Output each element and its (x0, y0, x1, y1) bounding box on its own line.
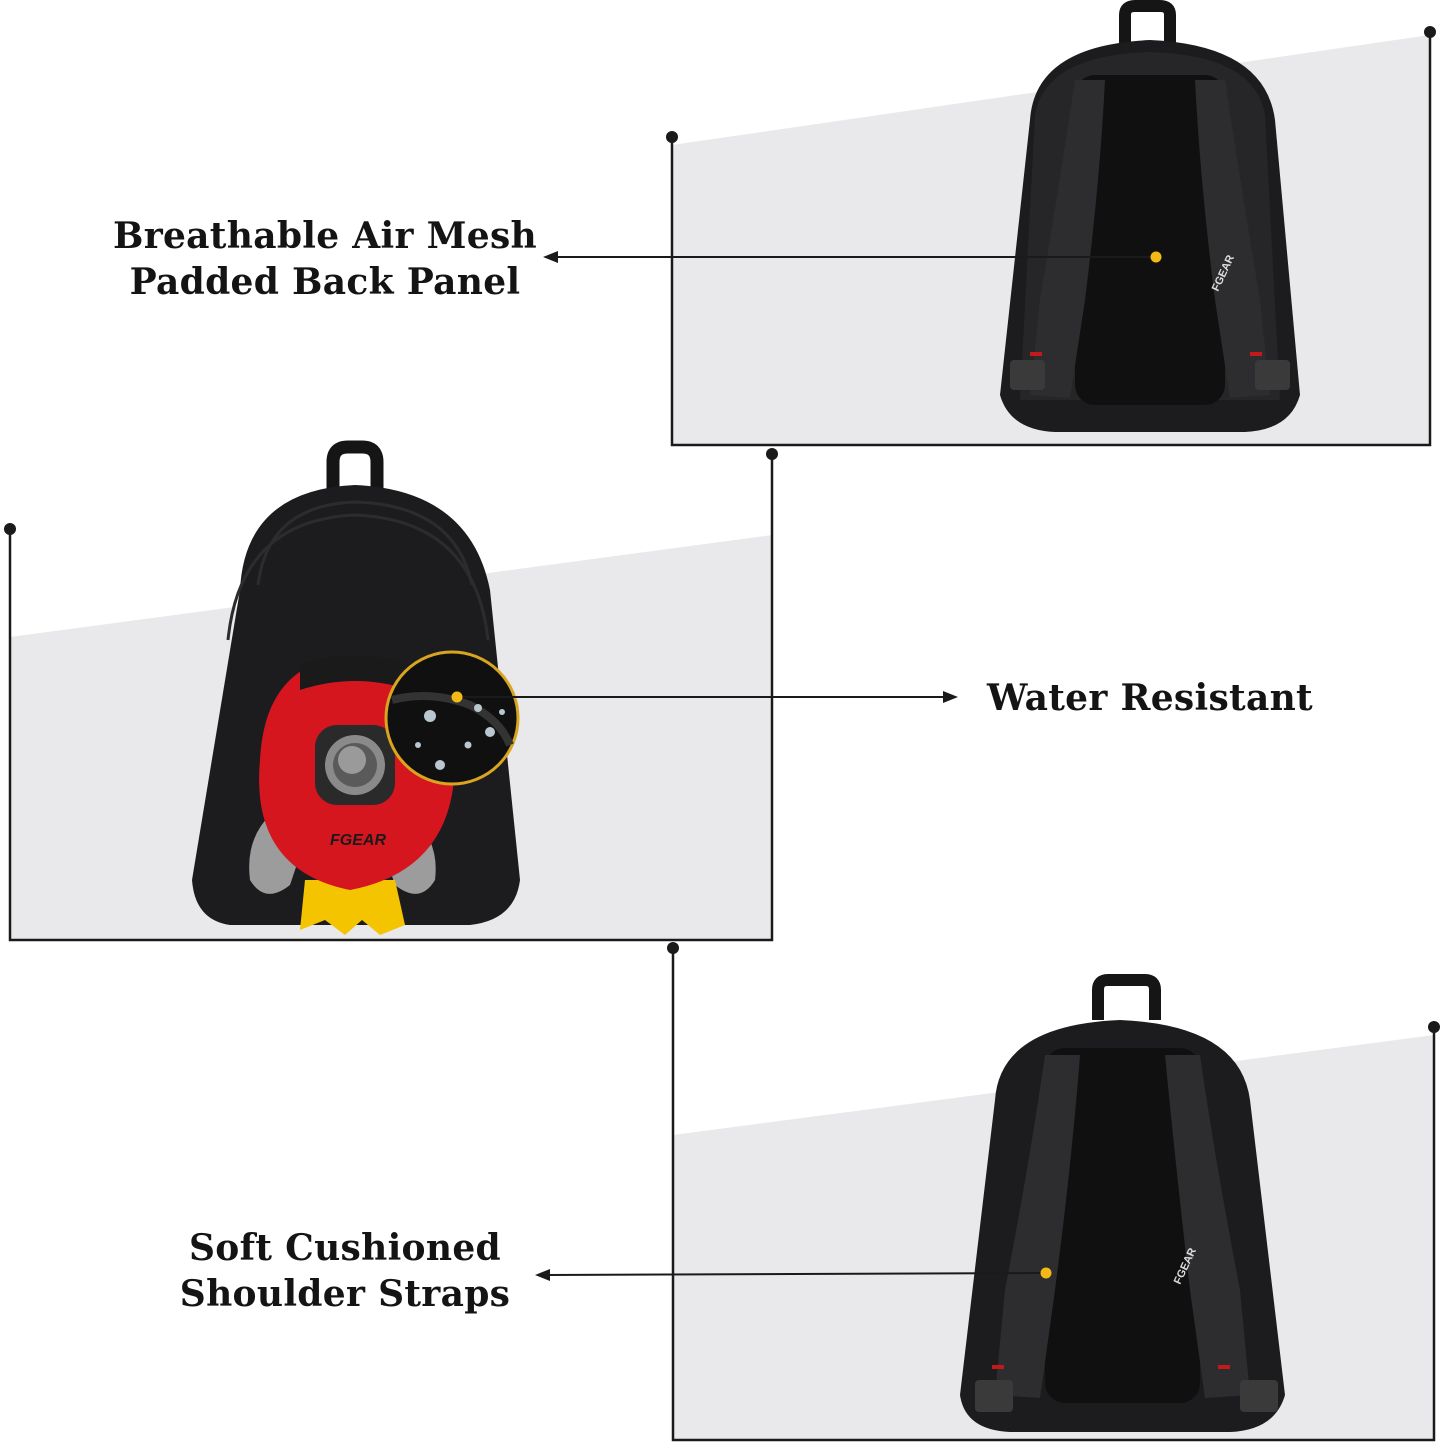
brand-logo: FGEAR (330, 832, 386, 849)
panel-corner-dot (4, 523, 16, 535)
feature-panel-shoulder-straps: FGEAR (535, 942, 1440, 1442)
feature-label-line: Breathable Air Mesh (112, 215, 538, 257)
water-drops-zoom (384, 650, 520, 786)
panel-corner-dot (766, 448, 778, 460)
backpack-back-view-image: FGEAR (1000, 0, 1300, 432)
feature-label-shoulder-straps: Soft Cushioned Shoulder Straps (160, 1225, 530, 1317)
feature-label-line: Soft Cushioned (188, 1227, 502, 1269)
feature-label-line: Shoulder Straps (179, 1273, 511, 1315)
backpack-front-view-image: FGEAR (192, 440, 520, 935)
feature-label-line: Water Resistant (987, 677, 1313, 719)
pointer-line (547, 1272, 1047, 1276)
pointer-arrowhead (943, 691, 958, 703)
feature-panel-water-resistant: FGEAR (4, 440, 958, 942)
panel-frame (671, 950, 1436, 1442)
pointer-arrowhead (543, 251, 558, 263)
feature-label-line: Padded Back Panel (129, 261, 521, 303)
backpack-back-view-image: FGEAR (960, 974, 1285, 1432)
panel-frame (670, 32, 1432, 447)
feature-label-water-resistant: Water Resistant (970, 675, 1330, 721)
pointer-arrowhead (535, 1269, 550, 1281)
panel-corner-dot (1428, 1021, 1440, 1033)
feature-marker-dot (451, 691, 463, 703)
feature-label-back-panel: Breathable Air Mesh Padded Back Panel (110, 213, 540, 305)
feature-marker-dot (1040, 1267, 1052, 1279)
panel-corner-dot (1424, 26, 1436, 38)
panel-corner-dot (666, 131, 678, 143)
feature-marker-dot (1150, 251, 1162, 263)
feature-panel-back-panel: FGEAR (543, 0, 1436, 447)
panel-corner-dot (667, 942, 679, 954)
